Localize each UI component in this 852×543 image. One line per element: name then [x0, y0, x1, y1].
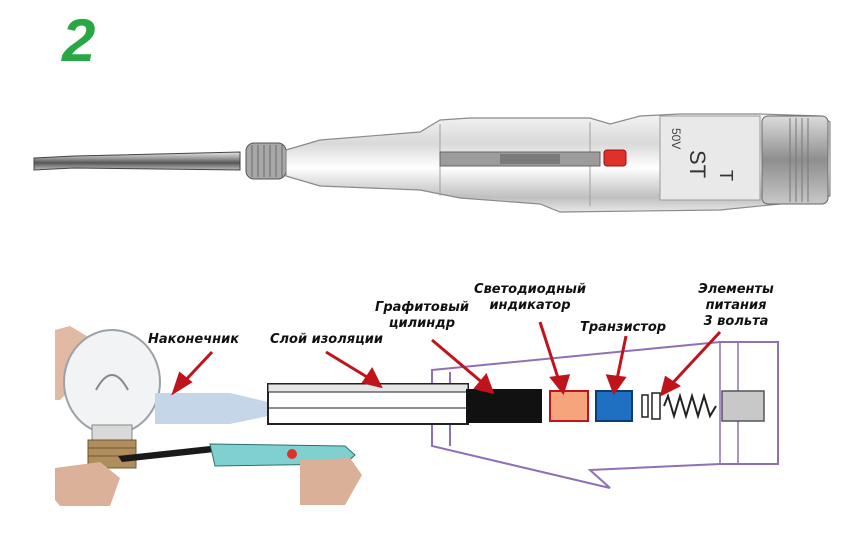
- label-battery-line3: 3 вольта: [703, 314, 769, 329]
- label-led: Светодиодный индикатор: [472, 282, 588, 314]
- holding-hand: [300, 458, 362, 505]
- cap-marking-3: T: [716, 170, 736, 181]
- inner-spring-area: [500, 154, 560, 164]
- contact-2: [651, 392, 661, 420]
- battery: [721, 390, 765, 422]
- label-graphite-line1: Графитовый: [375, 300, 469, 315]
- label-graphite-line2: цилиндр: [388, 316, 456, 331]
- fingers: [55, 462, 120, 506]
- cap-band: [659, 115, 761, 201]
- threaded-end: [761, 115, 829, 205]
- cap-marking-2: 50V: [669, 128, 683, 149]
- label-led-line2: индикатор: [489, 298, 571, 313]
- cap-marking-1: ST: [685, 150, 710, 178]
- step-number: 2: [62, 7, 96, 74]
- tester-led-photo: [287, 449, 297, 459]
- label-insulation: Слой изоляции: [270, 332, 383, 347]
- contact-1: [641, 394, 649, 418]
- label-battery: Элементы питания 3 вольта: [688, 282, 784, 330]
- label-battery-line1: Элементы: [698, 282, 774, 297]
- screwdriver-blade: [33, 151, 241, 171]
- transistor: [595, 390, 633, 422]
- label-tip: Наконечник: [148, 332, 240, 347]
- label-graphite-cylinder: Графитовый цилиндр: [370, 300, 474, 332]
- graphite-cylinder: [466, 389, 542, 423]
- led-indicator: [549, 390, 589, 422]
- tip: [155, 393, 268, 424]
- label-led-line1: Светодиодный: [474, 282, 586, 297]
- label-transistor: Транзистор: [580, 320, 667, 335]
- led-photo: [603, 149, 627, 167]
- label-battery-line2: питания: [705, 298, 767, 313]
- spring: [663, 392, 717, 420]
- arrows: [171, 321, 722, 397]
- tester-probe: [118, 446, 215, 462]
